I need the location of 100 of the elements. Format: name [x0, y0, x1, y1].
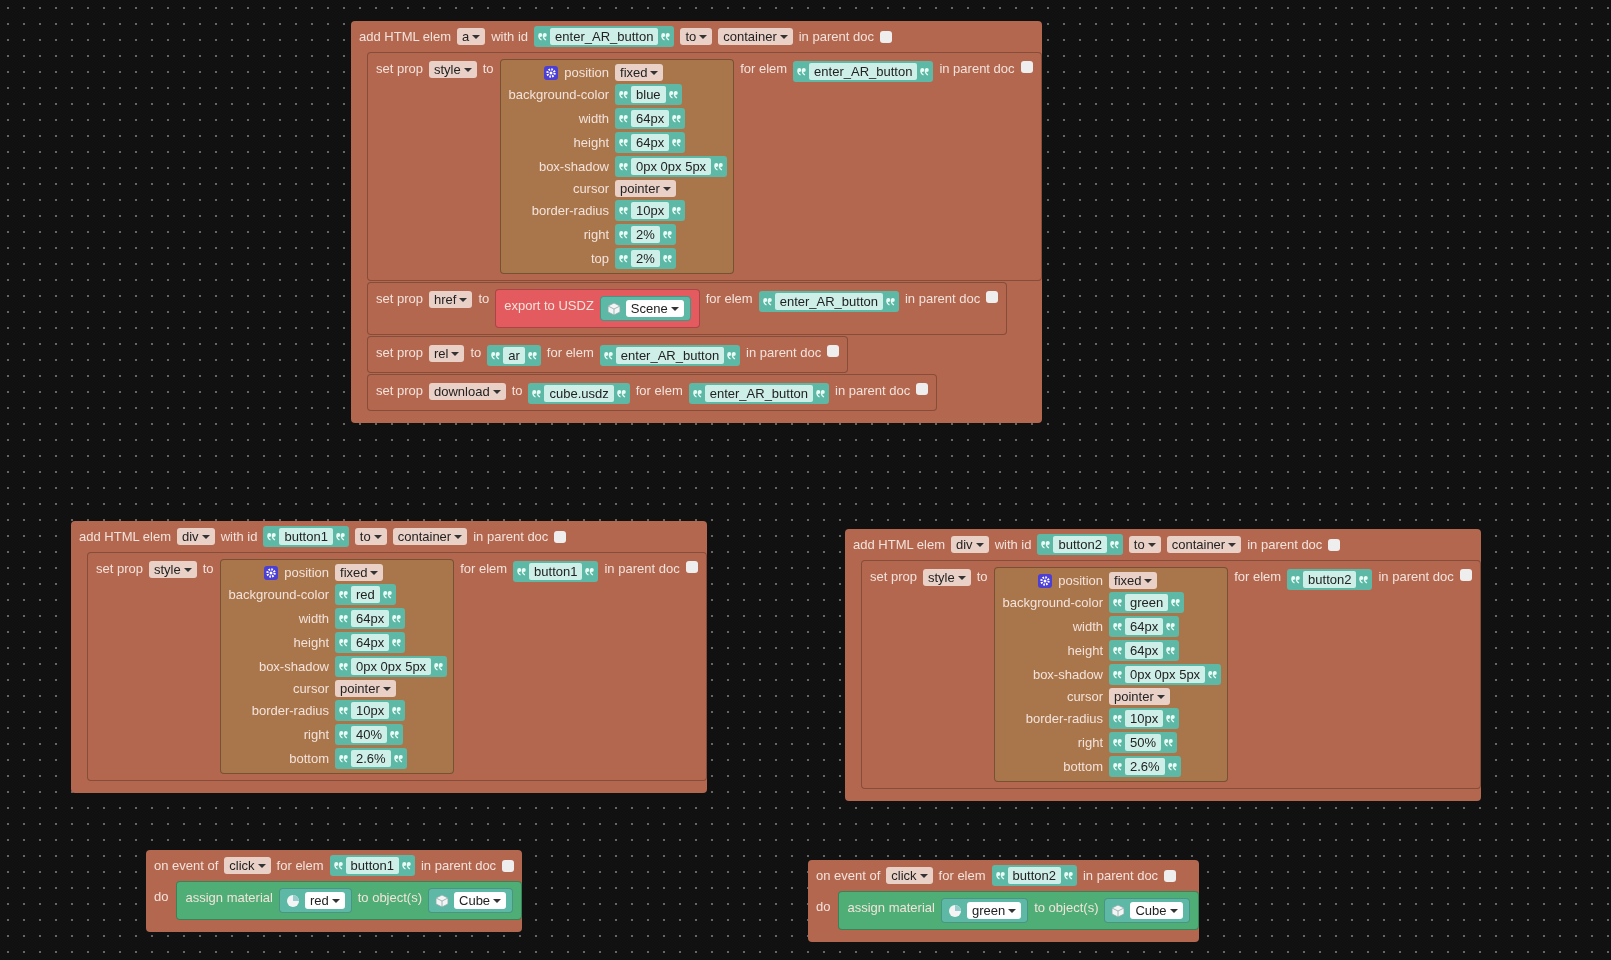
- statement-block: [351, 21, 1042, 423]
- block-label: add HTML elem: [853, 537, 945, 552]
- dropdown: click: [886, 867, 933, 884]
- block-label: background-color: [508, 87, 609, 102]
- string-field: 0px 0px 5px: [351, 658, 432, 675]
- dropdown: pointer: [335, 680, 396, 697]
- block-label: to: [478, 291, 490, 306]
- block-label: in parent doc: [473, 529, 549, 544]
- block-label: right: [583, 227, 609, 242]
- block-label: in parent doc: [1378, 569, 1454, 584]
- object-block: [428, 888, 514, 913]
- string-field: button1: [529, 563, 583, 580]
- dropdown: container: [718, 28, 793, 45]
- string-field: 0px 0px 5px: [631, 158, 712, 175]
- string-field: button1: [345, 857, 399, 874]
- dropdown: Cube: [1130, 902, 1183, 919]
- block-label: bottom: [1063, 759, 1103, 774]
- string-field: 10px: [351, 702, 390, 719]
- block-label: for elem: [740, 61, 788, 76]
- export-block: [495, 289, 700, 328]
- string-field: green: [1125, 594, 1169, 611]
- string-field: 64px: [1125, 618, 1164, 635]
- dropdown: pointer: [1109, 688, 1170, 705]
- statement-block: [808, 860, 1199, 942]
- block-label: in parent doc: [1082, 868, 1159, 883]
- statement-block: [176, 881, 523, 920]
- statement-block: [367, 282, 1008, 335]
- block-label: border-radius: [531, 203, 609, 218]
- dropdown: click: [224, 857, 271, 874]
- block-label: for elem: [635, 383, 683, 398]
- block-label: set prop: [870, 569, 917, 584]
- block-label: background-color: [228, 587, 329, 602]
- block-label: for elem: [1234, 569, 1282, 584]
- string-field: 40%: [351, 726, 388, 743]
- block-label: height: [573, 135, 609, 150]
- dropdown: red: [304, 892, 345, 909]
- string-field: blue: [631, 86, 666, 103]
- block-label: in parent doc: [604, 561, 680, 576]
- block-label: for elem: [276, 858, 324, 873]
- block-label: right: [303, 727, 329, 742]
- string-field: red: [351, 586, 380, 603]
- block-label: to: [202, 561, 214, 576]
- block-label: set prop: [96, 561, 143, 576]
- statement-block: [146, 850, 523, 932]
- string-field: button2: [1053, 536, 1107, 553]
- block-label: in parent doc: [904, 291, 981, 306]
- block-label: assign material: [847, 900, 935, 915]
- statement-block: [838, 891, 1199, 930]
- string-field: 64px: [351, 634, 390, 651]
- dropdown: style: [923, 569, 971, 586]
- statement-block: [845, 529, 1481, 801]
- block-label: in parent doc: [746, 345, 822, 360]
- block-label: do: [816, 899, 831, 914]
- string-field: 0px 0px 5px: [1125, 666, 1206, 683]
- string-field: enter_AR_button: [615, 347, 725, 364]
- block-label: border-radius: [251, 703, 329, 718]
- block-label: set prop: [376, 383, 423, 398]
- block-label: with id: [220, 529, 258, 544]
- block-label: position: [284, 565, 329, 580]
- block-label: in parent doc: [835, 383, 911, 398]
- block-label: on event of: [154, 858, 219, 873]
- block-label: right: [1077, 735, 1103, 750]
- block-label: set prop: [376, 291, 423, 306]
- block-label: to object(s): [1034, 900, 1099, 915]
- block-label: height: [1067, 643, 1103, 658]
- style-object-block: [219, 559, 455, 774]
- block-label: cursor: [1066, 689, 1103, 704]
- statement-block: [861, 560, 1481, 789]
- statement-block: [367, 52, 1042, 281]
- string-field: enter_AR_button: [704, 385, 813, 402]
- block-label: width: [578, 111, 609, 126]
- block-label: for elem: [705, 291, 753, 306]
- string-field: 10px: [1125, 710, 1164, 727]
- string-field: enter_AR_button: [774, 293, 883, 310]
- block-label: export to USDZ: [504, 298, 594, 313]
- block-label: box-shadow: [258, 659, 329, 674]
- block-label: border-radius: [1025, 711, 1103, 726]
- dropdown: style: [429, 61, 477, 78]
- block-label: to: [470, 345, 482, 360]
- statement-block: [367, 374, 938, 411]
- block-label: to: [976, 569, 988, 584]
- dropdown: rel: [429, 345, 465, 362]
- dropdown: a: [457, 28, 486, 45]
- block-label: position: [1058, 573, 1103, 588]
- string-field: 2%: [631, 226, 660, 243]
- block-label: in parent doc: [1247, 537, 1323, 552]
- dropdown: Scene: [625, 300, 684, 317]
- string-field: enter_AR_button: [809, 63, 918, 80]
- dropdown: container: [392, 528, 468, 545]
- dropdown: div: [177, 528, 215, 545]
- object-block: [940, 898, 1029, 923]
- string-field: 2%: [631, 250, 660, 267]
- block-label: height: [293, 635, 329, 650]
- block-label: for elem: [546, 345, 594, 360]
- block-label: in parent doc: [939, 61, 1015, 76]
- object-block: [1104, 898, 1190, 923]
- dropdown: fixed: [335, 564, 384, 581]
- string-field: enter_AR_button: [550, 28, 659, 45]
- block-label: for elem: [460, 561, 508, 576]
- block-label: cursor: [572, 181, 609, 196]
